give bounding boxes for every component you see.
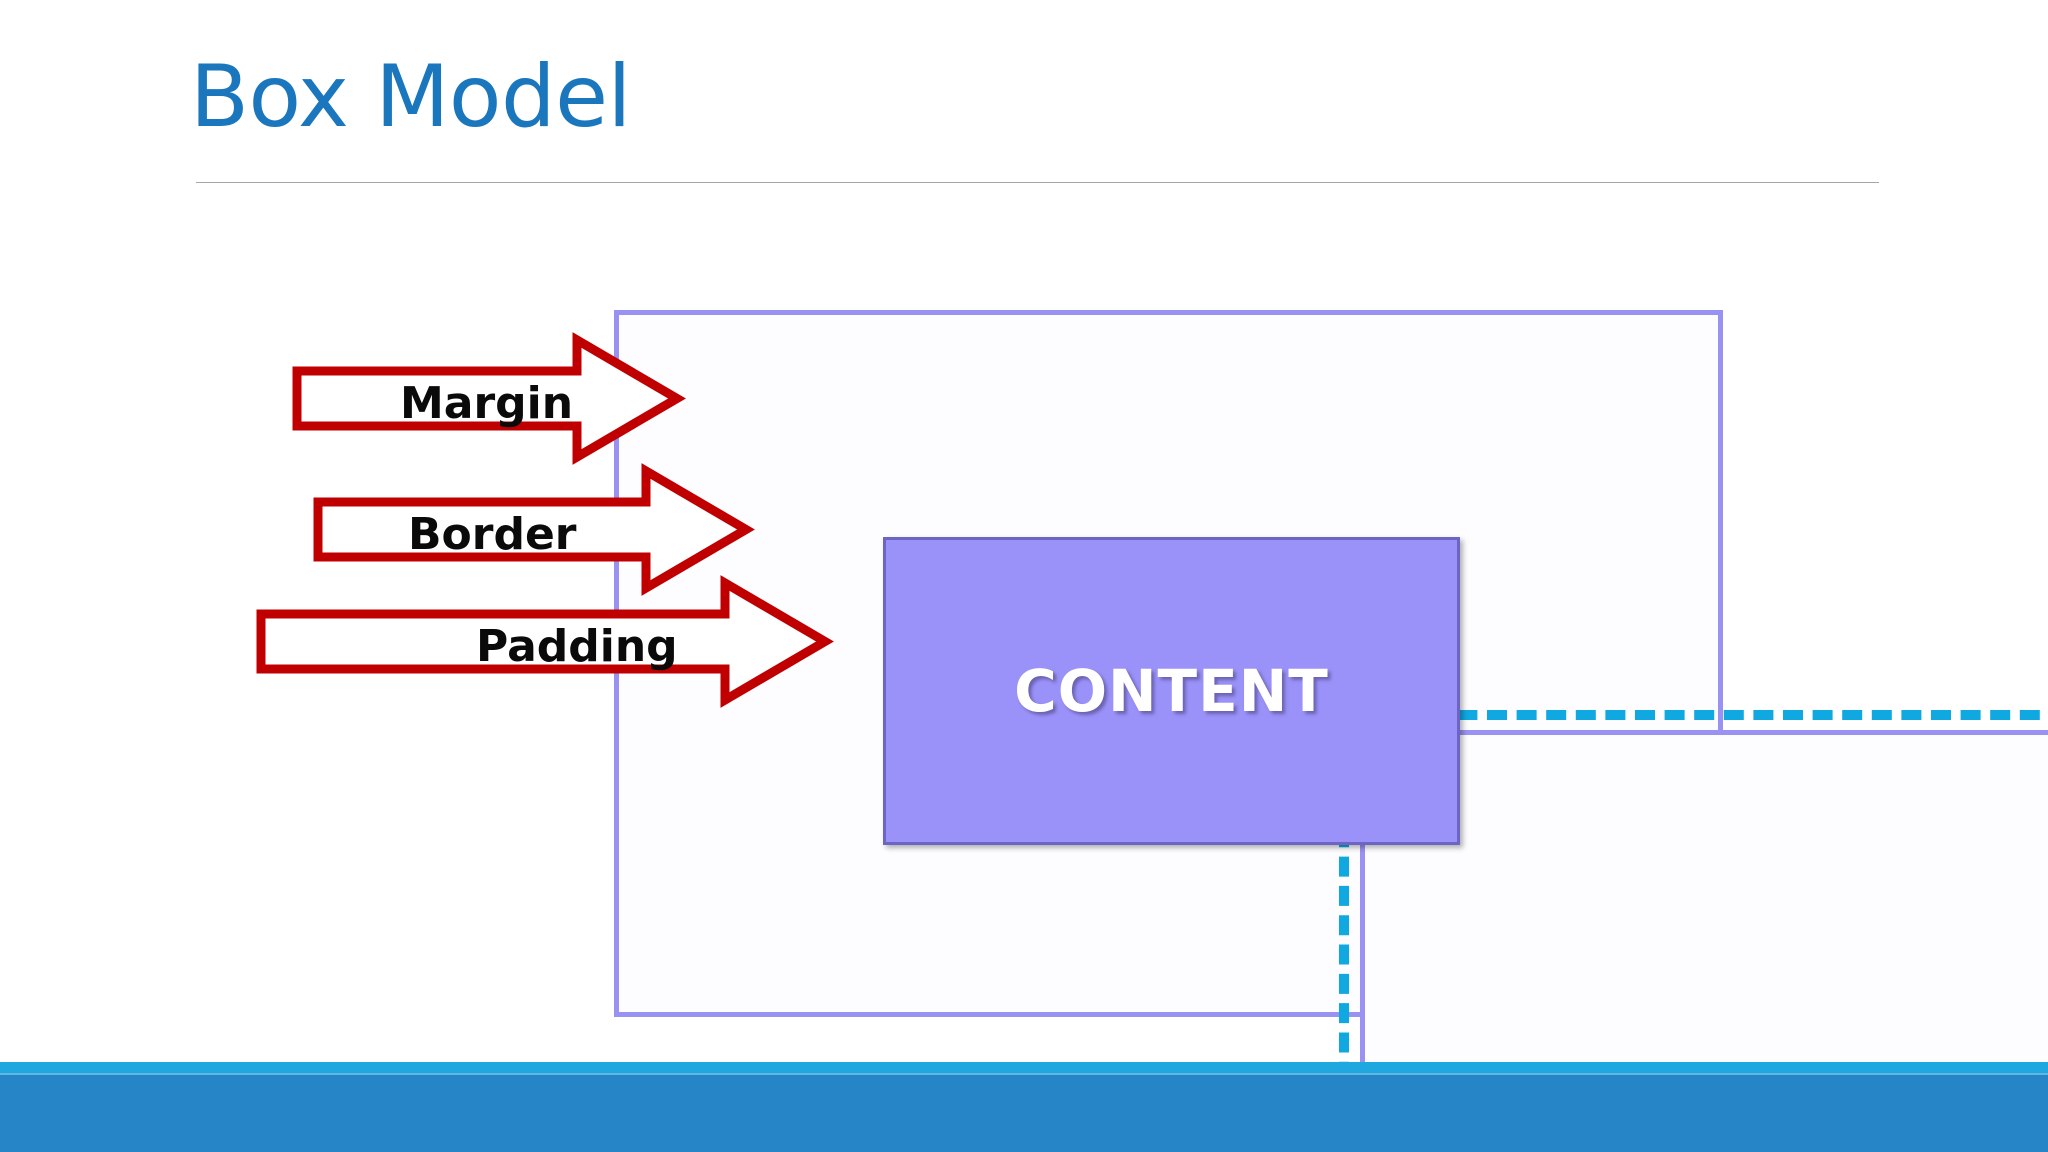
right-arrow-icon — [256, 575, 834, 708]
footer-band — [0, 1073, 2048, 1152]
content-box-label: CONTENT — [1014, 657, 1329, 725]
margin-callout[interactable]: Margin — [292, 332, 686, 465]
right-arrow-icon — [313, 463, 755, 596]
right-arrow-icon — [292, 332, 686, 465]
margin-callout-label: Margin — [400, 378, 574, 429]
padding-callout-label: Padding — [476, 621, 678, 672]
content-box: CONTENT — [883, 537, 1460, 845]
title-divider — [196, 182, 1879, 183]
footer-accent-bar — [0, 1062, 2048, 1073]
padding-callout[interactable]: Padding — [256, 575, 834, 708]
page-title: Box Model — [190, 47, 631, 147]
border-box — [1339, 710, 2048, 1152]
border-callout-label: Border — [408, 509, 577, 560]
border-callout[interactable]: Border — [313, 463, 755, 596]
